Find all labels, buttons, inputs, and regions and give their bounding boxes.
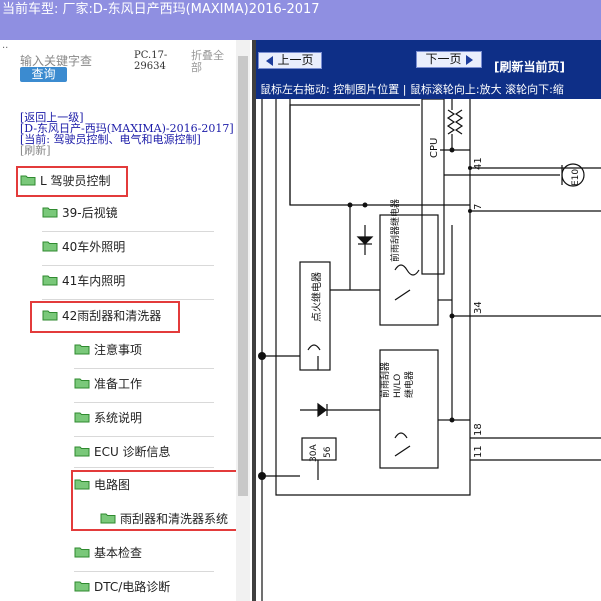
tree-separator bbox=[74, 402, 214, 403]
next-page-label: 下一页 bbox=[425, 52, 462, 66]
tree-item-label: 注意事项 bbox=[94, 342, 143, 357]
cpu-label: CPU bbox=[429, 138, 440, 158]
folder-icon bbox=[74, 546, 90, 558]
prev-page-button[interactable]: 上一页 bbox=[258, 52, 322, 69]
folder-icon bbox=[42, 309, 58, 321]
folder-icon bbox=[74, 445, 90, 457]
ground-label: E10 bbox=[571, 169, 581, 186]
hilo-relay-label-a: 前雨刮器 bbox=[379, 362, 391, 398]
ignition-relay-box bbox=[299, 261, 331, 371]
window-title: 当前车型: 厂家:D-东风日产西玛(MAXIMA)2016-2017 bbox=[0, 0, 601, 40]
back-link[interactable]: [返回上一级] bbox=[20, 111, 84, 124]
wiring-diagram[interactable]: CPU E10 41 7 34 18 11 点火继电器 前雨刮器继电器 前雨刮器… bbox=[256, 99, 601, 601]
tree-item-mirrors[interactable]: 39-后视镜 bbox=[42, 200, 118, 224]
refresh-link[interactable]: [刷新] bbox=[20, 144, 51, 157]
tree-item-label: 电路图 bbox=[94, 477, 131, 492]
tree-item-label: 41车内照明 bbox=[62, 273, 126, 288]
tree-separator bbox=[42, 299, 214, 300]
document-code: PC.17-29634 bbox=[134, 50, 168, 72]
tree-item-label: 系统说明 bbox=[94, 410, 143, 425]
wire-18-label: 18 bbox=[473, 423, 484, 436]
folder-icon bbox=[42, 240, 58, 252]
search-input[interactable]: 输入关键字查 bbox=[20, 54, 93, 68]
wiper-relay-label: 前雨刮器继电器 bbox=[389, 199, 401, 262]
tree-item-wipers-washers[interactable]: 42雨刮器和清洗器 bbox=[42, 303, 161, 327]
tree-separator bbox=[42, 265, 214, 266]
highlight-box bbox=[30, 301, 180, 333]
resize-dots-icon: .. bbox=[2, 40, 9, 51]
tree-separator bbox=[74, 436, 214, 437]
tree-item-wiper-washer-system[interactable]: 雨刮器和清洗器系统 bbox=[100, 506, 228, 530]
folder-icon bbox=[74, 580, 90, 592]
hilo-relay-box bbox=[379, 349, 439, 469]
fuse-box bbox=[301, 437, 337, 461]
wiring-diagram-svg: CPU E10 41 7 34 18 11 点火继电器 前雨刮器继电器 前雨刮器… bbox=[258, 99, 601, 601]
tree-item-interior-lighting[interactable]: 41车内照明 bbox=[42, 268, 125, 292]
fuse-rating-label: 30A bbox=[309, 444, 319, 462]
folder-icon bbox=[74, 377, 90, 389]
search-button[interactable]: 查询 bbox=[20, 67, 67, 82]
folder-icon bbox=[74, 343, 90, 355]
tree-item-driver-control[interactable]: L 驾驶员控制 bbox=[20, 168, 111, 192]
tree-item-label: 准备工作 bbox=[94, 376, 143, 391]
wire-34-label: 34 bbox=[473, 301, 484, 314]
wiper-relay-box bbox=[379, 214, 439, 326]
tree-item-label: ECU 诊断信息 bbox=[94, 444, 171, 459]
folder-icon bbox=[74, 411, 90, 423]
next-page-button[interactable]: 下一页 bbox=[416, 51, 482, 68]
tree-separator bbox=[74, 467, 214, 468]
hilo-relay-label-b: HI/LO bbox=[393, 374, 403, 398]
panel-divider[interactable] bbox=[252, 40, 256, 601]
tree-item-ecu-diagnosis[interactable]: ECU 诊断信息 bbox=[74, 439, 171, 463]
prev-page-label: 上一页 bbox=[277, 53, 314, 67]
tree-separator bbox=[74, 571, 214, 572]
hilo-relay-label-c: 继电器 bbox=[403, 371, 415, 398]
tree-item-label: 40车外照明 bbox=[62, 239, 126, 254]
current-section: [当前: 驾驶员控制、电气和电源控制] bbox=[20, 133, 201, 146]
fuse-number-label: 56 bbox=[323, 446, 333, 458]
tree-item-preparation[interactable]: 准备工作 bbox=[74, 371, 142, 395]
tree-item-precautions[interactable]: 注意事项 bbox=[74, 337, 142, 361]
left-panel: .. 输入关键字查 查询 PC.17-29634 折叠全部 [返回上一级] [D… bbox=[0, 40, 252, 601]
scrollbar-thumb[interactable] bbox=[238, 56, 248, 496]
ignition-relay-label: 点火继电器 bbox=[310, 272, 323, 322]
tree-item-label: 基本检查 bbox=[94, 545, 143, 560]
viewer-hint: 鼠标左右拖动: 控制图片位置 | 鼠标滚轮向上:放大 滚轮向下:缩 bbox=[256, 81, 601, 99]
cpu-box bbox=[421, 99, 445, 275]
arrow-left-icon bbox=[266, 55, 274, 66]
folder-icon bbox=[74, 478, 90, 490]
highlight-box bbox=[71, 470, 241, 531]
tree-item-wiring-diagram[interactable]: 电路图 bbox=[74, 472, 130, 496]
folder-icon bbox=[20, 174, 36, 186]
ground-e10-icon bbox=[561, 163, 585, 187]
refresh-page-button[interactable]: [刷新当前页] bbox=[494, 60, 565, 74]
tree-item-label: DTC/电路诊断 bbox=[94, 579, 171, 594]
folder-icon bbox=[42, 274, 58, 286]
tree-item-label: 39-后视镜 bbox=[62, 205, 118, 220]
wire-7-label: 7 bbox=[473, 204, 484, 210]
folder-icon bbox=[100, 512, 116, 524]
tree-item-system-description[interactable]: 系统说明 bbox=[74, 405, 142, 429]
collapse-all-button[interactable]: 折叠全部 bbox=[191, 49, 224, 74]
tree-separator bbox=[42, 231, 214, 232]
module-frame bbox=[275, 99, 471, 496]
tree-item-label: 雨刮器和清洗器系统 bbox=[120, 511, 229, 526]
tree-item-basic-inspection[interactable]: 基本检查 bbox=[74, 540, 142, 564]
arrow-right-icon bbox=[465, 54, 473, 65]
tree-item-dtc-diagnosis[interactable]: DTC/电路诊断 bbox=[74, 574, 170, 598]
wire-11-label: 11 bbox=[473, 445, 484, 458]
wire-41-label: 41 bbox=[473, 157, 484, 170]
tree-item-label: 42雨刮器和清洗器 bbox=[62, 308, 162, 323]
tree-separator bbox=[74, 368, 214, 369]
tree-item-label: L 驾驶员控制 bbox=[40, 173, 111, 188]
model-path: [D-东风日产-西玛(MAXIMA)-2016-2017] bbox=[20, 122, 234, 135]
highlight-box bbox=[16, 166, 128, 197]
folder-icon bbox=[42, 206, 58, 218]
tree-item-exterior-lighting[interactable]: 40车外照明 bbox=[42, 234, 125, 258]
breadcrumb: [返回上一级] [D-东风日产-西玛(MAXIMA)-2016-2017] [当… bbox=[20, 112, 234, 156]
